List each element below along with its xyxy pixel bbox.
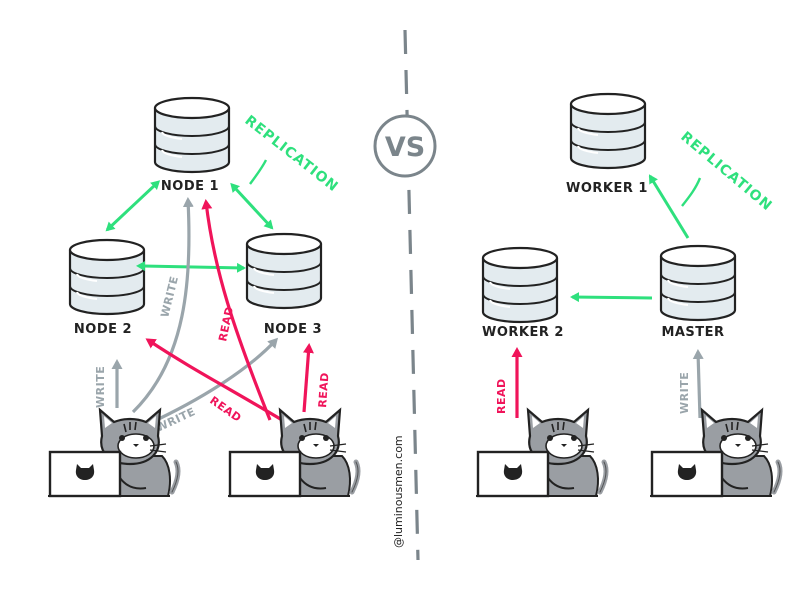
left-read-label-2: READ — [207, 394, 244, 425]
node-3-database — [245, 232, 323, 310]
left-replication-tick — [249, 159, 268, 185]
right-read-label: READ — [495, 378, 508, 414]
replication-arrow-node2-node3 — [136, 261, 246, 273]
worker-2-label: WORKER 2 — [482, 325, 564, 340]
left-write-label-2: WRITE — [158, 275, 181, 319]
left-read-label-3: READ — [316, 372, 331, 408]
read-arrow-from-node3 — [302, 343, 314, 413]
left-replication-label: REPLICATION — [242, 113, 342, 196]
node-1-label: NODE 1 — [161, 179, 219, 194]
right-reader-cat-with-laptop — [476, 410, 606, 496]
node-3-label: NODE 3 — [264, 322, 322, 337]
write-arrow-to-node1 — [131, 197, 194, 414]
left-diagram: NODE 1 NODE 2 NODE 3 REPLICATION WRITE W… — [48, 96, 358, 496]
right-replication-label: REPLICATION — [677, 129, 775, 215]
vs-circle — [373, 114, 437, 178]
node-2-label: NODE 2 — [74, 322, 132, 337]
right-writer-cat-with-laptop — [650, 410, 780, 496]
read-arrow-from-node2 — [145, 338, 283, 422]
master-database — [659, 244, 737, 322]
credit-background — [388, 442, 412, 552]
read-arrow-from-node1 — [201, 199, 272, 421]
right-diagram: WORKER 1 WORKER 2 MASTER REPLICATION REA… — [476, 92, 780, 496]
left-write-label-1: WRITE — [94, 366, 107, 408]
write-arrow-to-master — [692, 349, 704, 419]
master-label: MASTER — [661, 325, 724, 340]
left-writer-cat-with-laptop — [48, 410, 178, 496]
credit-text: @luminousmen.com — [392, 435, 405, 548]
left-reader-cat-with-laptop — [228, 410, 358, 496]
replication-arrow-node1-node2 — [105, 180, 161, 232]
replication-arrow-master-worker2 — [570, 292, 653, 303]
worker-1-label: WORKER 1 — [566, 181, 648, 196]
replication-arrow-master-worker1 — [648, 174, 690, 239]
vs-divider: VS @luminousmen.com — [373, 29, 437, 561]
vs-label: VS — [385, 132, 425, 163]
node-2-database — [68, 238, 146, 316]
right-replication-tick — [681, 177, 702, 207]
worker-1-database — [569, 92, 647, 170]
replication-arrow-node1-node3 — [230, 182, 274, 230]
right-write-label: WRITE — [678, 372, 691, 414]
node-1-database — [153, 96, 231, 174]
worker-2-database — [481, 246, 559, 324]
